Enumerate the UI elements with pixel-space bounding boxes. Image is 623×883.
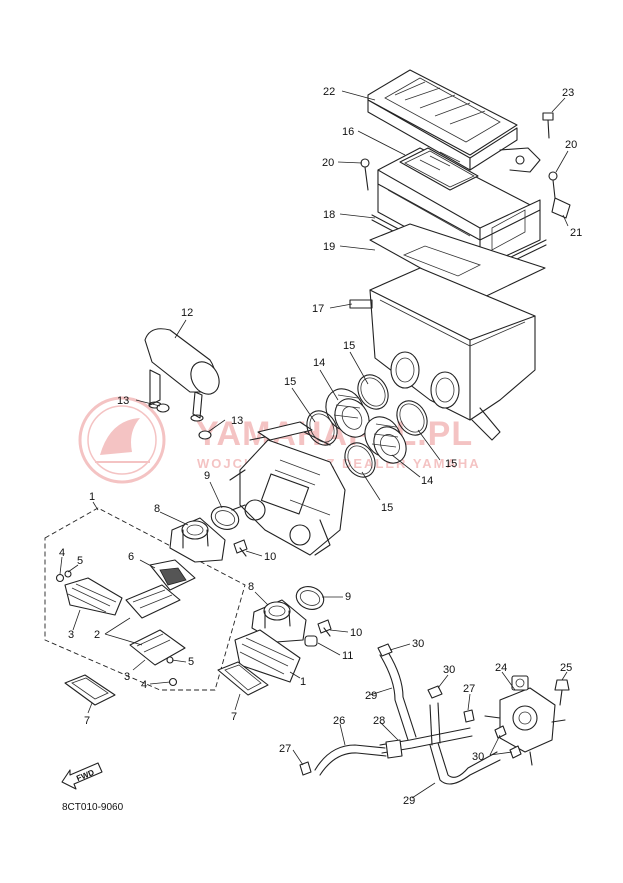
bolt-lower [317,619,332,637]
callout-27-left: 27 [279,743,291,755]
reed-plate [149,559,196,591]
hose-clamp-1 [306,410,338,446]
airbox-screw-left [360,158,370,191]
watermark-logo-icon [78,396,166,484]
callout-30-mid: 30 [443,664,455,676]
reed-screw-4 [168,677,178,687]
callout-4-upper: 4 [59,547,65,559]
airbox-lower-case [349,267,536,441]
callout-10-lower: 10 [350,627,362,639]
callout-16: 16 [342,126,354,138]
callout-13-a: 13 [117,395,129,407]
callout-1-right: 1 [300,676,306,688]
callout-8-lower: 8 [248,581,254,593]
callout-13-b: 13 [231,415,243,427]
callout-2: 2 [94,629,100,641]
callout-9-upper: 9 [204,470,210,482]
callout-30-top: 30 [412,638,424,650]
callout-7-right: 7 [231,711,237,723]
callout-10-upper: 10 [264,551,276,563]
callout-29-upper: 29 [365,690,377,702]
callout-23: 23 [562,87,574,99]
reed-valve-assembly-box [44,507,246,691]
callout-11: 11 [342,650,353,662]
callout-15-d: 15 [381,502,393,514]
reed-screw-1 [55,573,65,583]
callout-4-lower: 4 [141,679,147,691]
airbox-upper-case [377,147,541,269]
hose-clip-30-top [377,643,393,657]
reed-screw-2 [64,570,72,578]
airbox-clip [551,197,571,219]
callout-3-lower: 3 [124,671,130,683]
fuel-hose-28 [379,727,473,759]
fuel-pump-bolt [554,679,570,706]
reed-valve-left [64,577,181,619]
callout-18: 18 [323,209,335,221]
callout-7-left: 7 [84,715,90,727]
leader-lines [59,90,569,799]
callout-15-a: 15 [284,376,296,388]
carburetor-assembly [229,421,346,556]
damper-lower [304,635,318,647]
hose-clip-27-left [299,761,312,776]
airbox-screw-top [542,112,554,139]
hose-clip-30-mid [427,685,443,699]
callout-6: 6 [128,551,134,563]
callout-27-right: 27 [463,683,475,695]
callout-21: 21 [570,227,582,239]
callout-1-box: 1 [89,491,95,503]
hose-clamp-4 [344,442,376,478]
hose-clip-30-low [494,725,522,759]
reed-valve-lower [129,629,186,666]
callout-15-b: 15 [343,340,355,352]
callout-29-lower: 29 [403,795,415,807]
callout-8-upper: 8 [154,503,160,515]
reed-gasket-left [64,674,116,706]
hose-clip-27-right [463,709,475,723]
callout-30-low: 30 [472,751,484,763]
reed-gasket-right [217,661,269,696]
watermark-tagline: WOJCIECHOWICZ DEALER YAMAHA [197,456,481,471]
forward-arrow-label: FWD [75,768,95,783]
air-filter-cover [367,69,518,171]
silencer-cap-left [156,403,170,413]
callout-14-b: 14 [421,475,433,487]
fuel-hose-26 [314,744,387,776]
fuel-hose-29-upper [379,651,417,741]
callout-12: 12 [181,307,193,319]
callout-20-right: 20 [565,139,577,151]
intake-joint-lower [364,416,407,464]
callout-15-c: 15 [445,458,457,470]
callout-labels: 22 23 16 20 20 18 21 19 17 12 15 14 15 1… [59,86,582,807]
silencer-cap-right [198,430,212,440]
intake-silencer [144,328,220,422]
forward-arrow-icon: FWD [61,762,103,790]
callout-3-upper: 3 [68,629,74,641]
fuel-pump [484,675,566,766]
callout-28: 28 [373,715,385,727]
callout-5-lower: 5 [188,656,194,668]
airbox-screw-right [548,171,558,199]
callout-24: 24 [495,662,507,674]
callout-19: 19 [323,241,335,253]
diagram-code: 8CT010-9060 [62,802,124,813]
intake-manifold-upper [169,517,226,563]
callout-26: 26 [333,715,345,727]
callout-22: 22 [323,86,335,98]
fuel-hose-29-lower [429,702,501,785]
clamp-manifold-lower [295,586,325,610]
clamp-manifold-upper [210,506,240,530]
callout-17: 17 [312,303,324,315]
bolt-upper [233,539,248,557]
callout-9-lower: 9 [345,591,351,603]
callout-14-a: 14 [313,357,325,369]
intake-manifold-lower [251,599,307,643]
callout-25: 25 [560,662,572,674]
intake-joint-upper [325,388,370,438]
callout-20-left: 20 [322,157,334,169]
reed-valve-right [234,629,301,683]
callout-5-upper: 5 [77,555,83,567]
